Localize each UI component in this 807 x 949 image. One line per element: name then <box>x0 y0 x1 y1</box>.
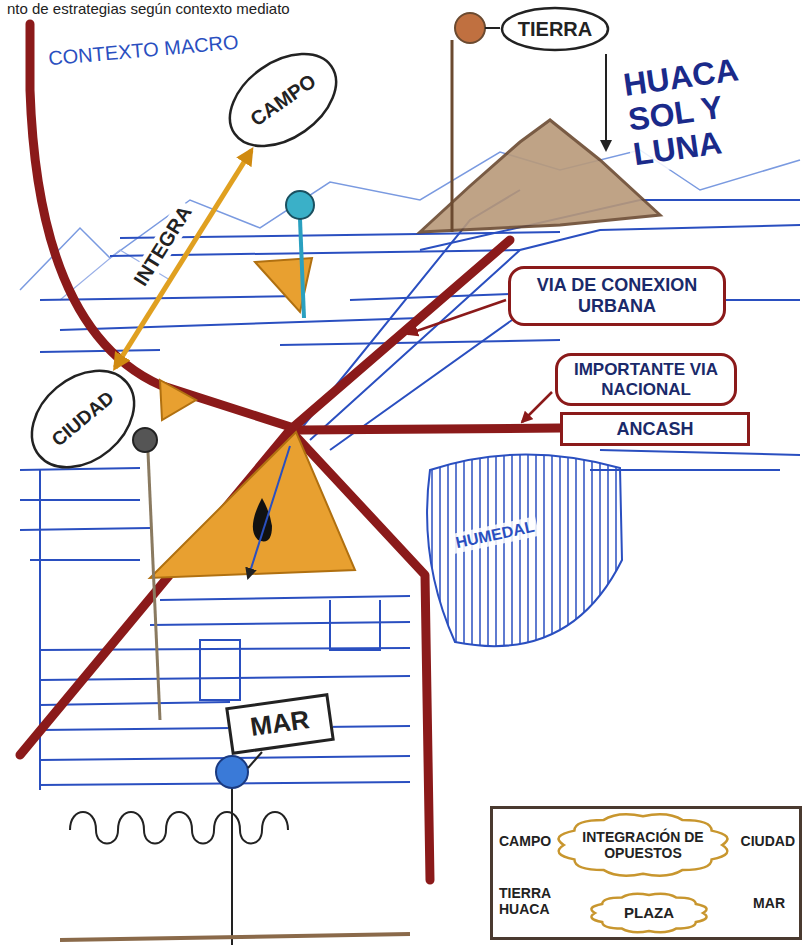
pin-line <box>300 219 304 318</box>
page-heading-fragment: nto de estrategias según contexto mediat… <box>4 0 293 19</box>
pin-head <box>133 428 157 452</box>
pin-head <box>286 191 314 219</box>
huaca-mountain <box>420 120 660 232</box>
leader-arrow <box>408 300 506 334</box>
flow-arrow <box>248 446 290 578</box>
pin-pointer <box>485 27 500 29</box>
label-slot: HUACA SOL Y LUNA <box>618 49 764 174</box>
region-box: ANCASH <box>560 412 750 446</box>
callout-box: IMPORTANTE VIA NACIONAL <box>555 353 737 406</box>
node-text: INTEGRACIÓN DE OPUESTOS <box>581 829 705 861</box>
plaza-triangle <box>160 380 196 420</box>
cloud-outline <box>591 894 706 932</box>
ellipse-outline <box>13 351 153 487</box>
context-label: CONTEXTO MACRO <box>44 29 242 70</box>
node-text: VIA DE CONEXION URBANA <box>521 275 713 316</box>
label-slot: HUMEDAL <box>451 516 539 553</box>
leader-arrow <box>522 392 552 422</box>
landmark-label: HUACA SOL Y LUNA <box>618 49 764 174</box>
node-text: ANCASH <box>571 419 739 440</box>
wetland-outline <box>427 454 622 646</box>
pin-line <box>148 452 160 720</box>
connector <box>115 151 251 368</box>
label-box: MAR <box>225 693 335 755</box>
pin-pointer <box>248 752 262 768</box>
ellipse-outline <box>502 8 608 50</box>
node-text: PLAZA <box>605 904 693 921</box>
flag-box: TIERRA <box>500 6 610 52</box>
ellipse-outline <box>213 35 353 165</box>
node-text: TIERRA <box>514 18 596 41</box>
node-text: CAMPO <box>499 833 551 849</box>
node-text: TIERRA HUACA <box>499 885 561 917</box>
area-label: HUMEDAL <box>451 516 539 553</box>
node-text: MAR <box>753 895 785 911</box>
callout-box: VIA DE CONEXION URBANA <box>508 266 726 326</box>
summary-panel: CAMPO CIUDAD TIERRA HUACA MAR INTEGRACIÓN DE… <box>490 806 802 940</box>
edge-label-slot: INTEGRA <box>128 200 198 294</box>
node-text: IMPORTANTE VIA NACIONAL <box>566 360 726 399</box>
text-slot: CIUDAD <box>741 833 795 849</box>
pin-head <box>216 756 248 788</box>
text-slot: TIERRA HUACA <box>499 885 561 917</box>
node-text: MAR <box>235 703 324 745</box>
sea-waves <box>70 812 288 844</box>
leader-arrow <box>605 54 607 150</box>
concept-cloud: INTEGRACIÓN DE OPUESTOS <box>555 813 731 877</box>
pin-head <box>455 13 485 43</box>
edge-label: INTEGRA <box>128 200 198 294</box>
flag-pole <box>451 40 454 232</box>
label-slot: CONTEXTO MACRO <box>44 29 242 70</box>
concept-circle: CIUDAD <box>10 348 156 490</box>
pin-line <box>231 788 233 945</box>
ground-line <box>60 934 410 940</box>
concept-cloud: PLAZA <box>589 893 709 933</box>
cloud-outline <box>559 814 728 875</box>
text-slot: MAR <box>753 895 785 911</box>
plaza-triangle <box>150 432 355 578</box>
node-text: CIUDAD <box>741 833 795 849</box>
text-slot: CAMPO <box>499 833 551 849</box>
label-slot: nto de estrategias según contexto mediat… <box>4 0 293 19</box>
